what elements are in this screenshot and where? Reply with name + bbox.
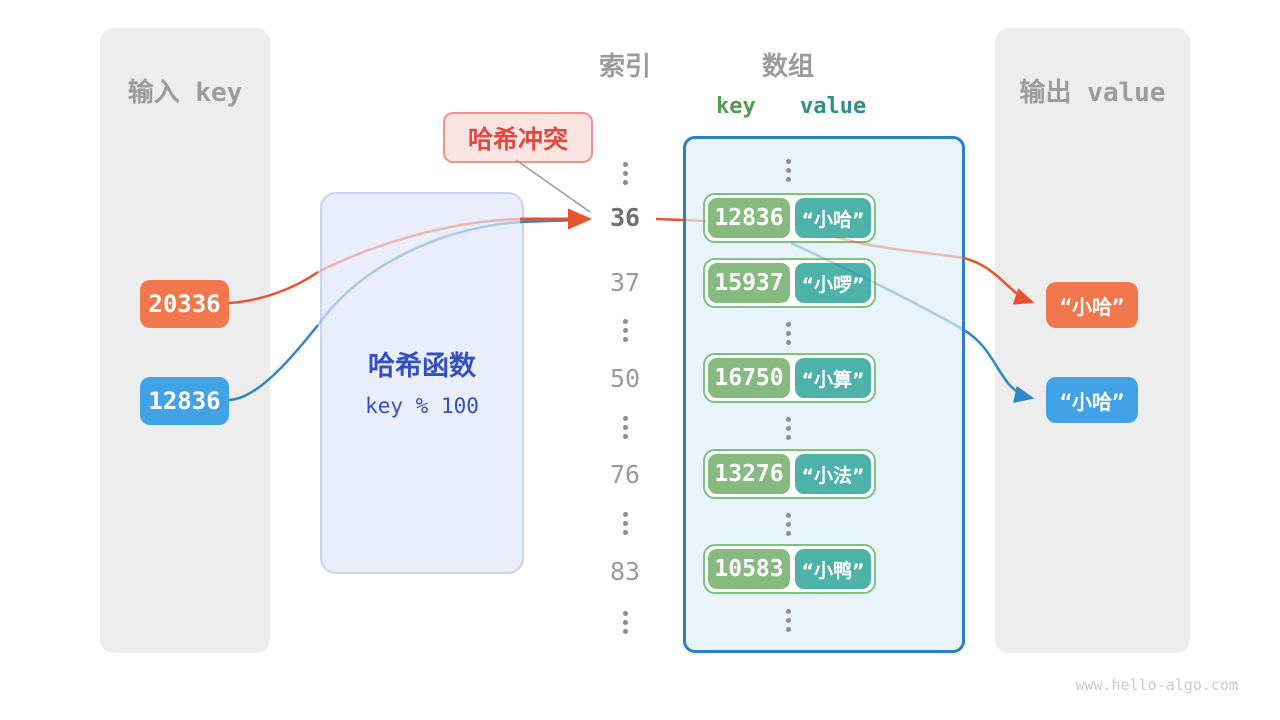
pair-value: “小啰” <box>795 263 871 303</box>
array-pair-row: 15937 “小啰” <box>703 258 876 308</box>
array-pair-row: 10583 “小鸭” <box>703 544 876 594</box>
ellipsis-dots <box>622 512 628 535</box>
badge-pointer-line <box>515 159 591 213</box>
array-pair-row: 12836 “小哈” <box>703 193 876 243</box>
input-panel-title: 输入 key <box>127 78 243 108</box>
array-pair-row: 16750 “小算” <box>703 353 876 403</box>
pair-key: 13276 <box>708 454 790 494</box>
array-container: 12836 “小哈” 15937 “小啰” 16750 “小算” 13276 “… <box>683 136 965 653</box>
watermark: www.hello-algo.com <box>1075 676 1238 694</box>
ellipsis-dots <box>785 322 791 345</box>
array-value-header: value <box>800 94 867 119</box>
input-panel: 输入 key 20336 12836 <box>100 28 270 653</box>
index-value-37: 37 <box>609 268 641 297</box>
ellipsis-dots <box>622 162 628 185</box>
hash-collision-badge: 哈希冲突 <box>443 112 593 163</box>
pair-value: “小鸭” <box>795 549 871 589</box>
ellipsis-dots <box>785 159 791 182</box>
output-panel-title: 输出 value <box>1019 78 1166 108</box>
ellipsis-dots <box>785 513 791 536</box>
input-key-chip-orange: 20336 <box>140 280 229 328</box>
input-key-chip-blue: 12836 <box>140 377 229 425</box>
index-column-title: 索引 <box>598 52 651 82</box>
pair-key: 12836 <box>708 198 790 238</box>
index-to-array-line <box>655 217 684 222</box>
pair-value: “小法” <box>795 454 871 494</box>
index-value-83: 83 <box>609 557 641 586</box>
index-value-76: 76 <box>609 460 641 489</box>
blue-merge-segment <box>519 218 577 224</box>
ellipsis-dots <box>785 609 791 632</box>
pair-key: 16750 <box>708 358 790 398</box>
pair-value: “小哈” <box>795 198 871 238</box>
output-value-chip-blue: “小哈” <box>1046 377 1138 423</box>
hash-function-formula: key % 100 <box>365 394 479 418</box>
output-value-chip-orange: “小哈” <box>1046 282 1138 328</box>
hash-function-title: 哈希函数 <box>368 351 476 382</box>
array-pair-row: 13276 “小法” <box>703 449 876 499</box>
ellipsis-dots <box>785 417 791 440</box>
pair-key: 15937 <box>708 263 790 303</box>
ellipsis-dots <box>622 611 628 634</box>
array-column-title: 数组 <box>761 52 814 82</box>
hash-function-box: 哈希函数 key % 100 <box>320 192 524 574</box>
index-value-36: 36 <box>609 203 641 232</box>
array-key-header: key <box>716 94 756 119</box>
pair-key: 10583 <box>708 549 790 589</box>
index-value-50: 50 <box>609 364 641 393</box>
ellipsis-dots <box>622 319 628 342</box>
ellipsis-dots <box>622 416 628 439</box>
pair-value: “小算” <box>795 358 871 398</box>
output-panel: 输出 value “小哈” “小哈” <box>995 28 1190 653</box>
